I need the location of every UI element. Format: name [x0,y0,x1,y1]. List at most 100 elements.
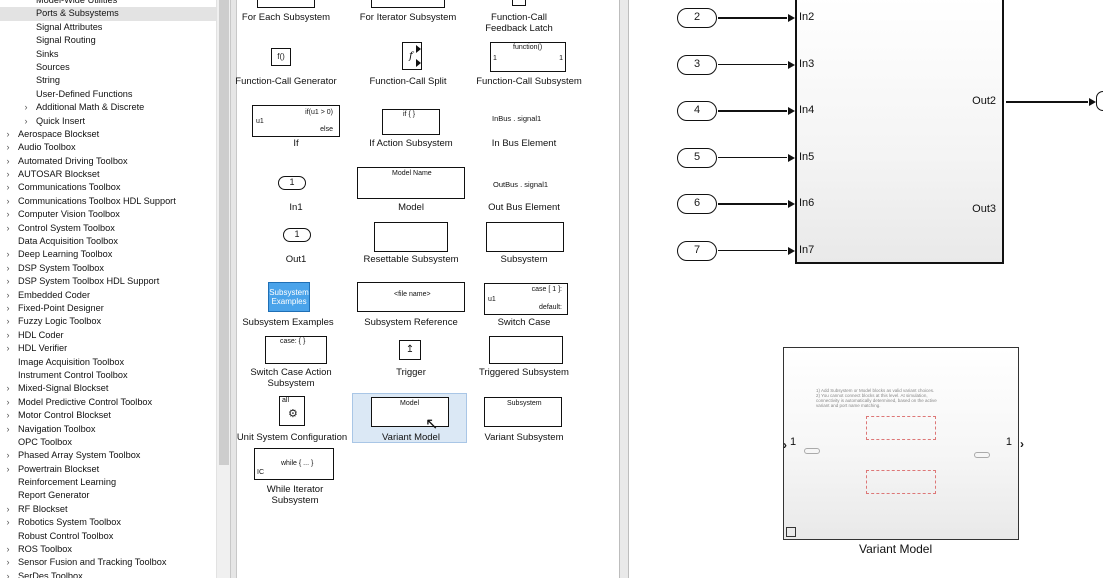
tree-scrollbar[interactable] [216,0,230,578]
chevron-right-icon[interactable]: › [24,115,28,126]
chevron-right-icon[interactable]: › [6,289,10,300]
chevron-right-icon[interactable]: › [6,209,10,220]
while-iterator-block-icon[interactable]: while { ... } IC [254,448,334,480]
chevron-right-icon[interactable]: › [6,262,10,273]
chevron-right-icon[interactable]: › [6,463,10,474]
model-canvas[interactable]: Out2 Out3 1) Add Subsystem or Model bloc… [629,0,1103,578]
chevron-right-icon[interactable]: › [6,450,10,461]
tree-item[interactable]: ›Quick Insert [0,115,216,128]
tree-item[interactable]: ›Aerospace Blockset [0,128,216,141]
tree-item[interactable]: Instrument Control Toolbox [0,369,216,382]
tree-item[interactable]: ›HDL Coder [0,329,216,342]
tree-item[interactable]: ›DSP System Toolbox HDL Support [0,275,216,288]
switch-case-block-icon[interactable]: case [ 1 ]: u1 default: [484,283,568,315]
fc-generator-block-icon[interactable]: f() [271,48,291,66]
model-block-icon[interactable]: Model Name [357,167,465,199]
tree-item[interactable]: ›Fuzzy Logic Toolbox [0,315,216,328]
subsystem-reference-block-icon[interactable]: <file name> [357,282,465,312]
chevron-right-icon[interactable]: › [6,343,10,354]
chevron-right-icon[interactable]: › [6,302,10,313]
tree-item[interactable]: ›Additional Math & Discrete [0,101,216,114]
chevron-right-icon[interactable]: › [6,222,10,233]
variant-model-block-icon[interactable]: Model [371,397,449,427]
variant-model-block[interactable]: 1) Add Subsystem or Model blocks as vali… [783,347,1024,540]
for-each-block-icon[interactable] [257,0,315,8]
panel-splitter[interactable] [230,0,237,578]
tree-item[interactable]: ›AUTOSAR Blockset [0,168,216,181]
chevron-right-icon[interactable]: › [6,557,10,568]
tree-item[interactable]: Robust Control Toolbox [0,530,216,543]
tree-item[interactable]: ›Communications Toolbox HDL Support [0,195,216,208]
tree-item[interactable]: Image Acquisition Toolbox [0,356,216,369]
in1-block-icon[interactable]: 1 [278,176,306,190]
tree-item[interactable]: ›Model Predictive Control Toolbox [0,396,216,409]
chevron-right-icon[interactable]: › [6,544,10,555]
out2-wire[interactable] [1006,101,1088,103]
chevron-right-icon[interactable]: › [6,396,10,407]
tree-item[interactable]: Reinforcement Learning [0,476,216,489]
tree-item[interactable]: ›Robotics System Toolbox [0,516,216,529]
inport-block[interactable]: 6 [677,194,717,214]
tree-item[interactable]: Sources [0,61,216,74]
if-action-block-icon[interactable]: if { } [382,109,440,135]
tree-item[interactable]: ›ROS Toolbox [0,543,216,556]
tree-item[interactable]: ›Embedded Coder [0,289,216,302]
tree-item[interactable]: ›DSP System Toolbox [0,262,216,275]
chevron-right-icon[interactable]: › [6,517,10,528]
tree-item[interactable]: ›Audio Toolbox [0,141,216,154]
tree-item[interactable]: ›SerDes Toolbox [0,570,216,578]
chevron-right-icon[interactable]: › [6,423,10,434]
tree-item[interactable]: Signal Routing [0,34,216,47]
inport-block[interactable]: 2 [677,8,717,28]
tree-item[interactable]: User-Defined Functions [0,88,216,101]
tree-item[interactable]: ›Mixed-Signal Blockset [0,382,216,395]
tree-item[interactable]: Report Generator [0,489,216,502]
variant-subsystem-block-icon[interactable]: Subsystem [484,397,562,427]
tree-scrollbar-thumb[interactable] [219,0,229,465]
tree-item[interactable]: Sinks [0,48,216,61]
chevron-right-icon[interactable]: › [6,503,10,514]
tree-item[interactable]: ›Motor Control Blockset [0,409,216,422]
tree-item[interactable]: ›Deep Learning Toolbox [0,248,216,261]
tree-item[interactable]: ›RF Blockset [0,503,216,516]
tree-item[interactable]: ›Sensor Fusion and Tracking Toolbox [0,556,216,569]
tree-item[interactable]: ›HDL Verifier [0,342,216,355]
signal-wire[interactable] [718,156,787,158]
inport-block[interactable]: 7 [677,240,717,261]
tree-item[interactable]: String [0,74,216,87]
inport-block[interactable]: 4 [677,101,717,121]
chevron-right-icon[interactable]: › [6,249,10,260]
if-block-icon[interactable]: if(u1 > 0) u1 else [252,105,340,137]
tree-item[interactable]: ›Navigation Toolbox [0,423,216,436]
subsystem-examples-block-icon[interactable]: Subsystem Examples [268,282,310,312]
tree-item[interactable]: Signal Attributes [0,21,216,34]
switch-case-action-block-icon[interactable]: case: { } [265,336,327,364]
chevron-right-icon[interactable]: › [24,102,28,113]
chevron-right-icon[interactable]: › [6,182,10,193]
tree-item[interactable]: ›Powertrain Blockset [0,463,216,476]
tree-item[interactable]: OPC Toolbox [0,436,216,449]
palette-scrollbar[interactable] [619,0,629,578]
trigger-block-icon[interactable]: ↥ [399,340,421,360]
tree-item[interactable]: ›Phased Array System Toolbox [0,449,216,462]
chevron-right-icon[interactable]: › [6,195,10,206]
out2-outport[interactable] [1096,91,1103,111]
chevron-right-icon[interactable]: › [6,570,10,578]
unit-system-block-icon[interactable]: all ⚙ [279,396,305,426]
signal-wire[interactable] [718,203,787,205]
chevron-right-icon[interactable]: › [6,142,10,153]
signal-wire[interactable] [718,110,787,112]
tree-item[interactable]: Ports & Subsystems [0,7,216,21]
chevron-right-icon[interactable]: › [6,169,10,180]
signal-wire[interactable] [718,249,787,251]
tree-item[interactable]: Data Acquisition Toolbox [0,235,216,248]
signal-wire[interactable] [718,17,787,19]
fc-feedback-block-icon[interactable] [512,0,526,6]
for-iterator-block-icon[interactable] [371,0,445,8]
inport-block[interactable]: 5 [677,147,717,168]
tree-item[interactable]: ›Communications Toolbox [0,181,216,194]
tree-item[interactable]: ›Automated Driving Toolbox [0,155,216,168]
chevron-right-icon[interactable]: › [6,155,10,166]
chevron-right-icon[interactable]: › [6,329,10,340]
resettable-block-icon[interactable] [374,222,448,252]
